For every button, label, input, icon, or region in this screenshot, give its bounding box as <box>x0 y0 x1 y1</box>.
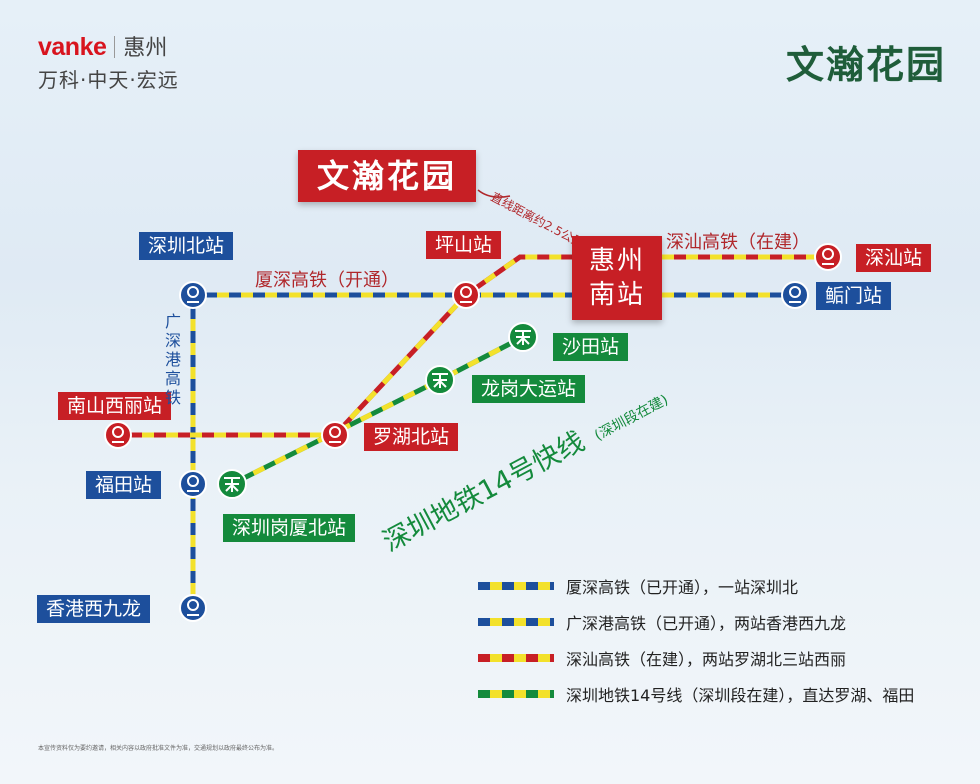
station-longgang-dayun: 龙岗大运站 <box>472 375 586 403</box>
disclaimer: 本宣传资料仅为要约邀请，相关内容以政府批准文件为准，交通规划以政府最终公布为准。 <box>38 745 279 752</box>
station-luohu-north: 罗湖北站 <box>364 423 459 451</box>
station-gangxia-north: 深圳岗厦北站 <box>223 514 356 542</box>
legend-text: 厦深高铁（已开通），一站深圳北 <box>566 578 799 597</box>
rail-station-icon <box>179 281 207 309</box>
distance-leader <box>477 189 511 198</box>
rail-station-icon <box>179 594 207 622</box>
legend-row-shenshan: 深汕高铁（在建），两站罗湖北三站西丽 <box>478 640 914 676</box>
station-pingshan: 坪山站 <box>426 231 502 259</box>
rail-station-icon <box>452 281 480 309</box>
metro-station-icon <box>508 322 538 352</box>
hub-line-1: 惠州 <box>588 246 645 276</box>
legend-row-guangshengang: 广深港高铁（已开通），两站香港西九龙 <box>478 604 914 640</box>
station-hk-west-kowloon: 香港西九龙 <box>37 595 151 623</box>
station-shenzhen-north: 深圳北站 <box>139 232 234 260</box>
metro-station-icon <box>425 365 455 395</box>
legend-text: 广深港高铁（已开通），两站香港西九龙 <box>566 614 847 633</box>
legend-swatch <box>478 582 554 590</box>
rail-station-icon <box>179 470 207 498</box>
hub-line-2: 南站 <box>588 280 645 310</box>
station-zhamen: 鲘门站 <box>816 282 892 310</box>
legend: 厦深高铁（已开通），一站深圳北 广深港高铁（已开通），两站香港西九龙 深汕高铁（… <box>478 568 914 712</box>
huizhou-south-station: 惠州 南站 <box>572 236 662 320</box>
xiashen-label: 厦深高铁（开通） <box>255 270 399 291</box>
brand-subtitle: 万科·中天·宏远 <box>38 68 179 92</box>
legend-swatch <box>478 654 554 662</box>
guangshengang-label: 广深港高铁 <box>164 312 181 407</box>
station-nanshan-xili: 南山西丽站 <box>58 392 172 420</box>
shenshan-label: 深汕高铁（在建） <box>666 232 810 253</box>
project-logo: 文瀚花园 <box>785 43 946 87</box>
legend-swatch <box>478 690 554 698</box>
brand-divider <box>114 36 116 58</box>
legend-row-metro14: 深圳地铁14号线（深圳段在建），直达罗湖、福田 <box>478 676 914 712</box>
rail-station-icon <box>814 243 842 271</box>
station-shatian: 沙田站 <box>553 333 629 361</box>
legend-text: 深圳地铁14号线（深圳段在建），直达罗湖、福田 <box>566 686 915 705</box>
legend-text: 深汕高铁（在建），两站罗湖北三站西丽 <box>566 650 847 669</box>
metro-station-icon <box>217 469 247 499</box>
metro14-line <box>230 334 525 487</box>
legend-row-xiashen: 厦深高铁（已开通），一站深圳北 <box>478 568 914 604</box>
rail-station-icon <box>321 421 349 449</box>
station-shenshan: 深汕站 <box>856 244 932 272</box>
brand-name-cn: 惠州 <box>123 36 168 61</box>
brand-name-en: vanke <box>38 33 107 61</box>
legend-swatch <box>478 618 554 626</box>
project-title-box: 文瀚花园 <box>298 150 476 202</box>
station-futian: 福田站 <box>86 471 162 499</box>
rail-station-icon <box>781 281 809 309</box>
vanke-brand: vanke 惠州 万科·中天·宏远 <box>38 30 179 93</box>
rail-station-icon <box>104 421 132 449</box>
